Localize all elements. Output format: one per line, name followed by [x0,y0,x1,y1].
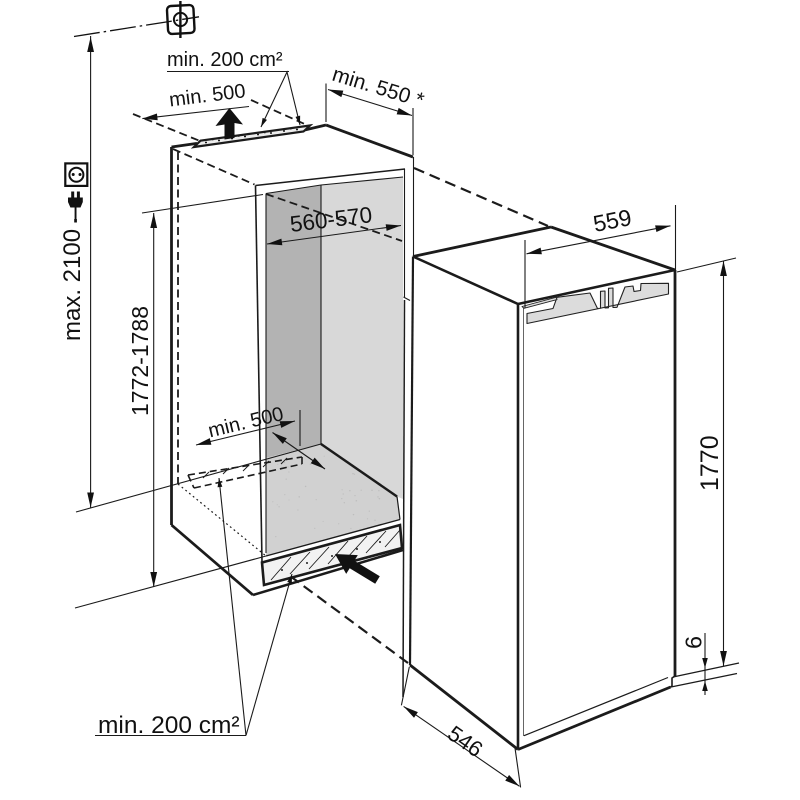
svg-text:1772-1788: 1772-1788 [127,306,153,416]
svg-text:1770: 1770 [696,435,724,491]
svg-text:6: 6 [681,636,707,649]
svg-text:min. 200 cm²: min. 200 cm² [98,712,240,739]
svg-text:min. 200 cm²: min. 200 cm² [167,49,283,71]
svg-text:max. 2100: max. 2100 [59,229,86,341]
